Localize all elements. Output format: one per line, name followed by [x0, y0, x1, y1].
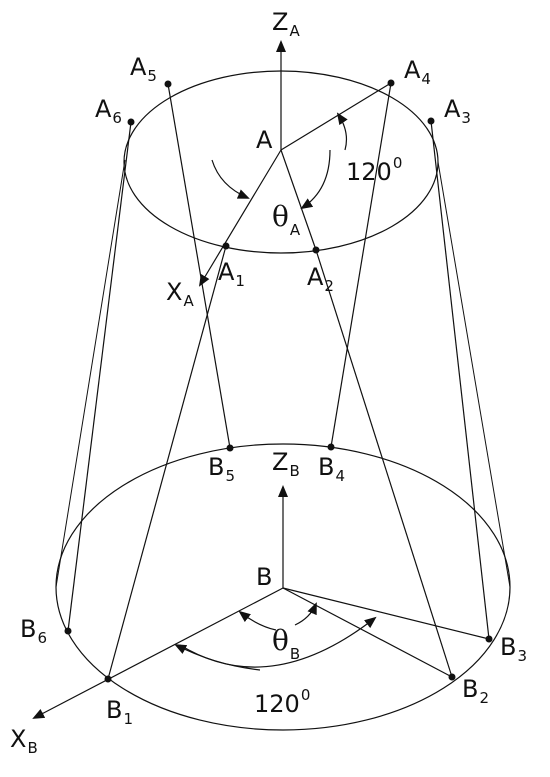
bottom-120-arc-start [174, 644, 261, 671]
label-a5: A5 [130, 53, 157, 85]
label-z-a: ZA [272, 8, 300, 40]
label-a-center: A [256, 126, 273, 154]
joint-a5 [164, 80, 172, 88]
top-theta-arc-left [211, 159, 250, 199]
leg-a5-b5 [167, 83, 231, 449]
label-a3: A3 [444, 95, 471, 127]
bottom-radius-b2 [282, 587, 453, 678]
top-radius-a2 [280, 149, 317, 251]
leg-a2-b2 [315, 249, 453, 678]
joint-b3 [485, 635, 493, 643]
leg-a1-b1 [107, 245, 227, 680]
label-z-b: ZB [272, 448, 300, 480]
label-bottom-120: 1200 [254, 686, 310, 718]
leg-a6-b6 [67, 121, 132, 632]
label-a6: A6 [95, 95, 122, 127]
label-top-120: 1200 [346, 154, 402, 186]
joint-a2 [312, 246, 320, 254]
joint-b6 [64, 627, 72, 635]
joint-a3 [427, 117, 435, 125]
label-a4: A4 [404, 56, 431, 88]
label-theta-a: θA [272, 200, 301, 239]
top-theta-arc-right [300, 149, 331, 210]
joint-a1 [222, 242, 230, 250]
joint-a6 [127, 118, 135, 126]
joint-b4 [327, 443, 335, 451]
silhouette-left [55, 159, 126, 588]
leg-a3-b3 [430, 120, 490, 640]
label-b-center: B [256, 563, 272, 591]
label-b3: B3 [500, 633, 527, 665]
label-b5: B5 [208, 453, 235, 485]
label-a2: A2 [307, 263, 334, 295]
joint-b1 [104, 675, 112, 683]
label-b1: B1 [106, 696, 133, 728]
joint-b2 [448, 673, 456, 681]
label-b4: B4 [318, 453, 345, 485]
top-x-axis [198, 149, 282, 287]
joint-b5 [226, 444, 234, 452]
label-a1: A1 [218, 258, 245, 290]
label-b2: B2 [462, 675, 489, 707]
bottom-radius-b3 [282, 587, 490, 640]
silhouette-right [437, 161, 511, 588]
leg-a4-b4 [330, 82, 392, 448]
bottom-theta-arc-left [238, 610, 277, 631]
bottom-theta-arc-right [294, 602, 317, 626]
top-radius-a4 [280, 82, 392, 151]
label-x-b: XB [10, 725, 38, 757]
label-x-a: XA [166, 278, 194, 310]
label-theta-b: θB [272, 624, 300, 663]
label-b6: B6 [20, 615, 47, 647]
joint-a4 [387, 79, 395, 87]
bottom-x-axis [32, 587, 284, 719]
top-120-arc [336, 112, 348, 151]
